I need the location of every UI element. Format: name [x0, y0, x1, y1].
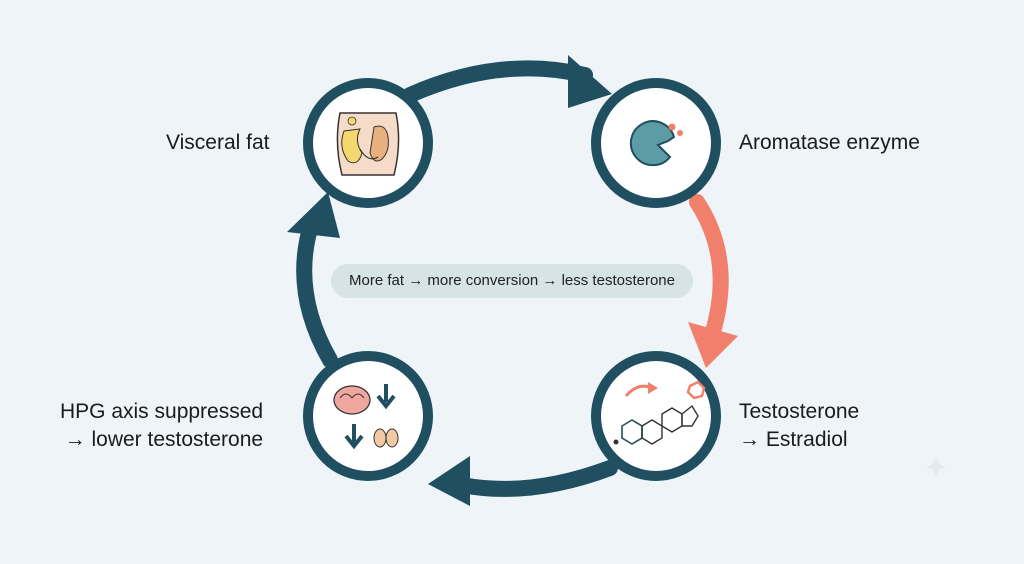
label-testosterone: Testosterone → Estradiol [739, 398, 859, 454]
arrow-fat-to-aromatase [402, 55, 612, 108]
label-aromatase: Aromatase enzyme [739, 129, 920, 157]
sparkle-icon [925, 456, 947, 478]
label-testosterone-line1: Testosterone [739, 400, 860, 423]
label-hpg-line1: HPG axis suppressed [60, 400, 264, 423]
node-ring-testosterone [591, 351, 721, 481]
label-visceral-fat-text: Visceral fat [166, 131, 270, 154]
enzyme-icon [629, 120, 683, 167]
brain-testes-down-icon [333, 384, 399, 450]
abdomen-fat-icon [336, 112, 400, 176]
arrow-hpg-to-fat [287, 192, 340, 368]
node-ring-hpg [303, 351, 433, 481]
label-testosterone-line2: → Estradiol [739, 428, 848, 451]
label-hpg-line2: → lower testosterone [64, 428, 264, 451]
center-caption: More fat → more conversion → less testos… [331, 264, 693, 298]
arrow-testosterone-to-hpg [428, 456, 618, 506]
label-visceral-fat: Visceral fat [166, 129, 270, 157]
label-aromatase-text: Aromatase enzyme [739, 131, 920, 154]
steroid-molecule-icon [613, 380, 706, 445]
label-hpg: HPG axis suppressed → lower testosterone [60, 398, 263, 454]
arrow-aromatase-to-testosterone [688, 194, 738, 368]
